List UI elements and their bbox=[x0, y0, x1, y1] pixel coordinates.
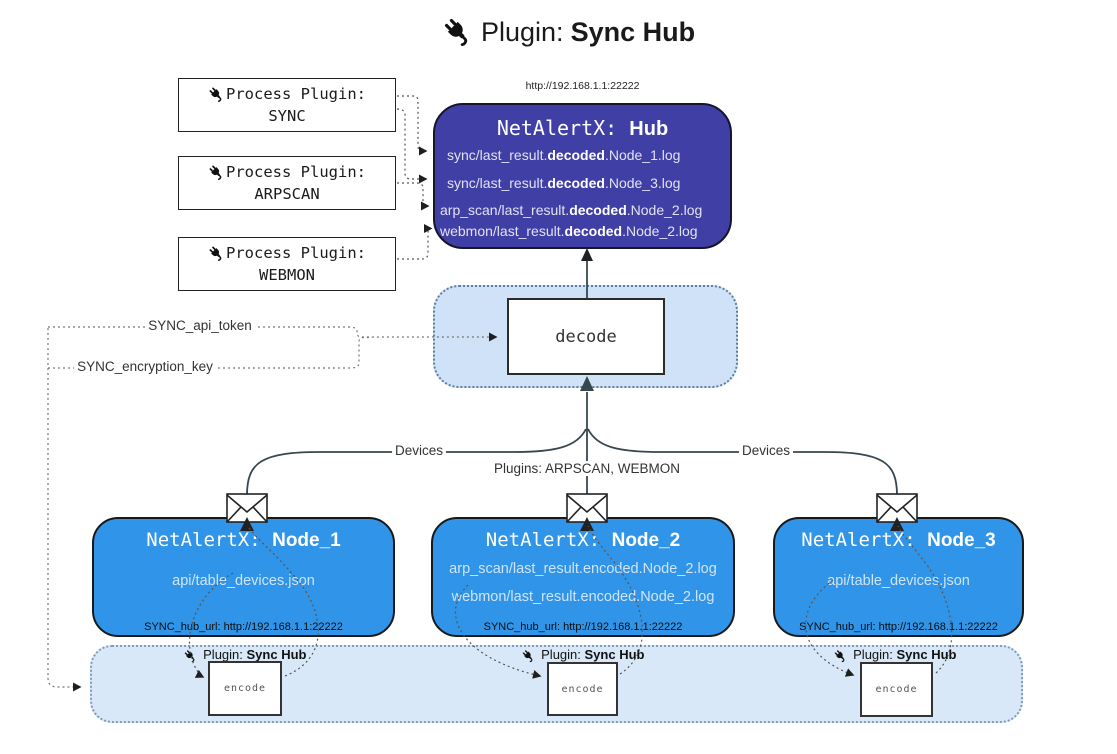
hub-box: NetAlertX: Hub sync/last_result.decoded.… bbox=[433, 103, 732, 249]
node-title: NetAlertX: Node_2 bbox=[485, 529, 681, 551]
hub-log-line: sync/last_result.decoded.Node_1.log bbox=[447, 147, 681, 163]
sync-encryption-key-label: SYNC_encryption_key bbox=[74, 359, 216, 374]
process-plugin-webmon: Process Plugin: WEBMON bbox=[178, 237, 396, 291]
plug-icon bbox=[442, 16, 474, 48]
hub-log-line: sync/last_result.decoded.Node_3.log bbox=[447, 175, 681, 191]
node-2-box: NetAlertX: Node_2 arp_scan/last_result.e… bbox=[431, 517, 735, 637]
process-plugin-name: ARPSCAN bbox=[254, 185, 320, 203]
arrow-into-hub bbox=[581, 248, 593, 261]
process-to-hub-connectors bbox=[396, 95, 433, 260]
encode-box: encode bbox=[208, 661, 282, 716]
node-file: arp_scan/last_result.encoded.Node_2.log bbox=[449, 561, 717, 577]
page-title: Plugin: Sync Hub bbox=[442, 16, 695, 48]
node-title: NetAlertX: Node_1 bbox=[146, 529, 341, 551]
node-1-box: NetAlertX: Node_1 api/table_devices.json… bbox=[92, 517, 395, 637]
node-file: webmon/last_result.encoded.Node_2.log bbox=[451, 589, 715, 605]
band-plugin-label: Plugin: Sync Hub bbox=[834, 647, 956, 663]
encode-box: encode bbox=[547, 662, 618, 716]
process-plugin-name: SYNC bbox=[268, 107, 306, 125]
node-file: api/table_devices.json bbox=[827, 573, 970, 589]
node-hub-url: SYNC_hub_url: http://192.168.1.1:22222 bbox=[799, 621, 998, 633]
edge-label-plugins: Plugins: ARPSCAN, WEBMON bbox=[490, 461, 684, 476]
hub-log-line: arp_scan/last_result.decoded.Node_2.log bbox=[440, 202, 703, 218]
hub-title-name: Hub bbox=[629, 118, 669, 140]
hub-url-label: http://192.168.1.1:22222 bbox=[525, 80, 640, 92]
node-hub-url: SYNC_hub_url: http://192.168.1.1:22222 bbox=[483, 621, 683, 633]
plug-icon bbox=[208, 164, 225, 181]
node-hub-url: SYNC_hub_url: http://192.168.1.1:22222 bbox=[144, 621, 343, 633]
node-title: NetAlertX: Node_3 bbox=[801, 529, 996, 551]
title-name: Sync Hub bbox=[570, 16, 696, 47]
node-file: api/table_devices.json bbox=[172, 573, 315, 589]
decode-box: decode bbox=[507, 298, 665, 375]
process-plugin-label: Process Plugin: bbox=[226, 243, 366, 262]
plug-icon bbox=[208, 245, 225, 262]
band-plugin-label: Plugin: Sync Hub bbox=[522, 647, 644, 663]
plug-icon bbox=[834, 649, 848, 663]
process-plugin-sync: Process Plugin: SYNC bbox=[178, 78, 396, 132]
encode-box: encode bbox=[860, 662, 933, 717]
plug-icon bbox=[184, 649, 198, 663]
sync-api-token-label: SYNC_api_token bbox=[145, 318, 255, 333]
process-plugin-name: WEBMON bbox=[259, 266, 315, 284]
process-plugin-label: Process Plugin: bbox=[226, 84, 366, 103]
process-plugin-label: Process Plugin: bbox=[226, 162, 366, 181]
hub-title-prefix: NetAlertX: bbox=[496, 116, 618, 140]
plug-icon bbox=[208, 86, 225, 103]
hub-log-line: webmon/last_result.decoded.Node_2.log bbox=[440, 223, 698, 239]
hub-title: NetAlertX: Hub bbox=[435, 116, 730, 141]
process-plugin-arpscan: Process Plugin: ARPSCAN bbox=[178, 156, 396, 210]
plug-icon bbox=[522, 649, 536, 663]
title-prefix: Plugin: bbox=[481, 16, 564, 47]
edge-label-devices-left: Devices bbox=[391, 443, 447, 458]
edge-label-devices-right: Devices bbox=[738, 443, 794, 458]
node-3-box: NetAlertX: Node_3 api/table_devices.json… bbox=[773, 517, 1024, 637]
